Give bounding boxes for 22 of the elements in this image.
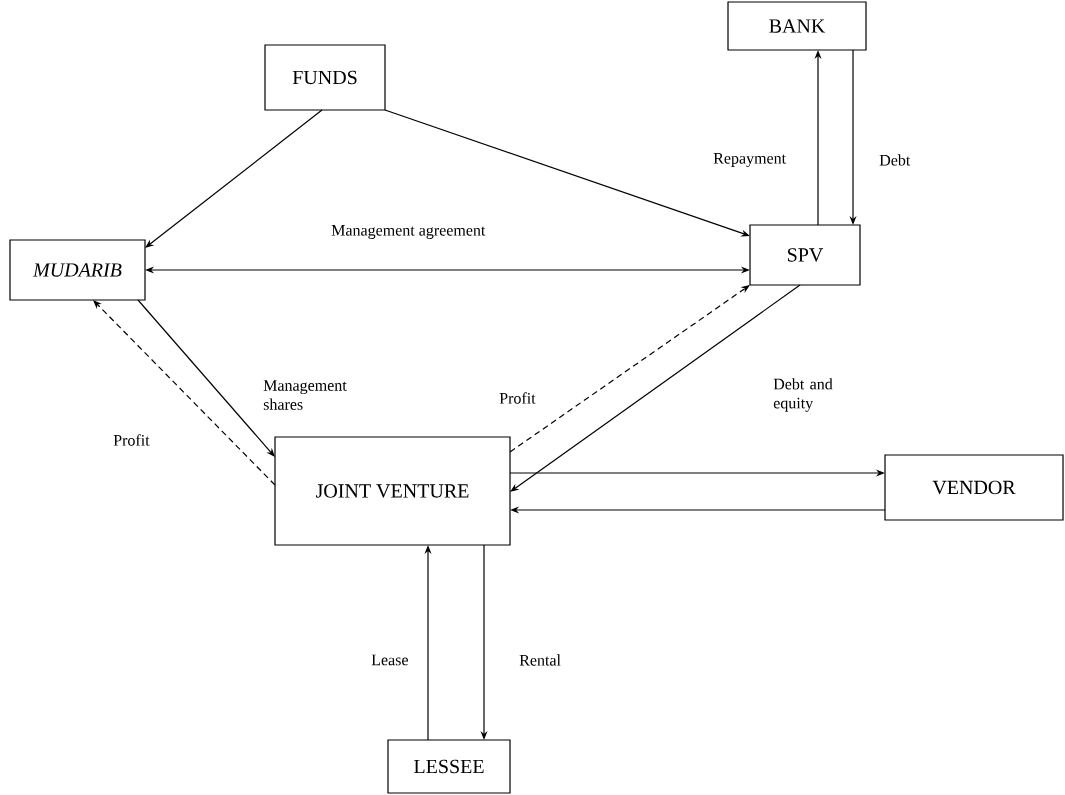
box: MUDARIB xyxy=(9,239,146,301)
box: JOINT VENTURE xyxy=(274,436,511,546)
edge-label: Repayment xyxy=(713,153,786,167)
box: FUNDS xyxy=(264,44,386,111)
edge-label: Debt xyxy=(879,154,911,166)
box: BANK xyxy=(727,1,867,51)
edge-label: Debt and equity xyxy=(773,378,833,412)
edge-label: Lease xyxy=(371,654,408,666)
arrow xyxy=(509,285,750,453)
arrow xyxy=(145,109,323,248)
arrow xyxy=(384,109,750,237)
box: LESSEE xyxy=(387,739,511,794)
arrow xyxy=(510,284,801,492)
arrow xyxy=(93,300,276,486)
edge-label: Management shares xyxy=(263,380,347,410)
edge-label: Profit xyxy=(113,434,150,446)
edge-label: Rental xyxy=(519,654,561,666)
edge-label: Management agreement xyxy=(331,225,486,239)
box: VENDOR xyxy=(884,454,1064,521)
arrow xyxy=(137,299,275,457)
box: SPV xyxy=(749,224,861,286)
edge-label: Profit xyxy=(499,392,536,404)
